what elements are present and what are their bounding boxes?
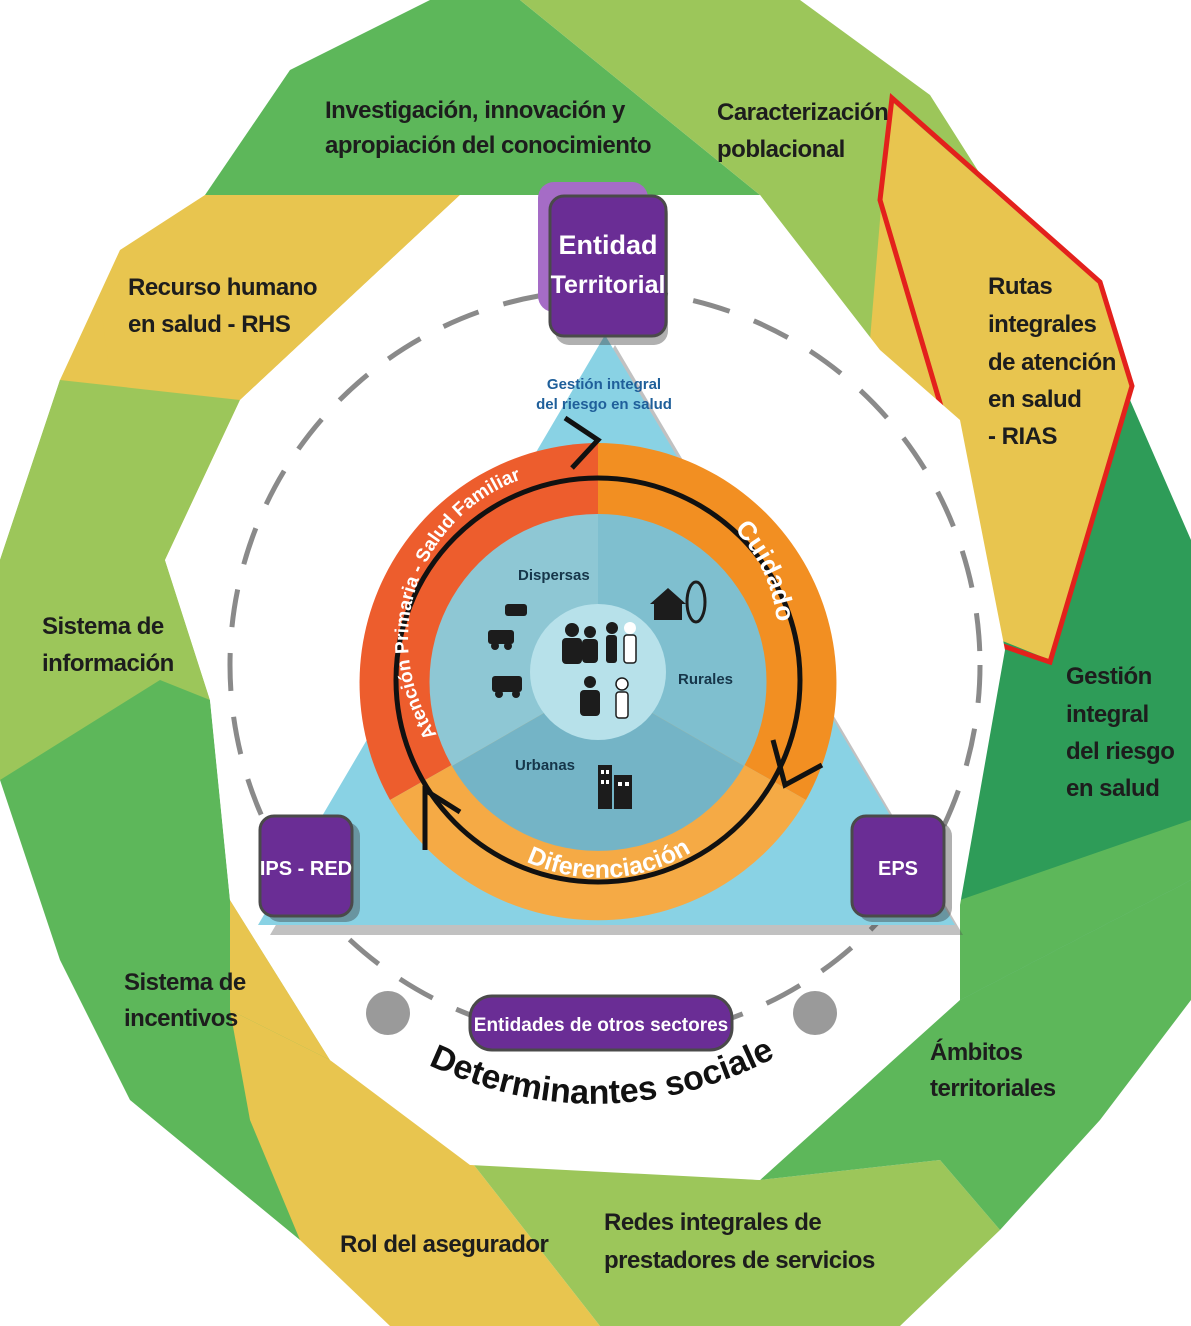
family-icon — [562, 622, 637, 719]
ips-red-label: IPS - RED — [260, 858, 352, 880]
label-rias-1: Rutas — [988, 273, 1052, 300]
label-informacion-1: Sistema de — [42, 613, 164, 640]
label-urbanas: Urbanas — [515, 757, 575, 774]
gray-dot-left — [366, 991, 410, 1035]
entidad-label-2: Territorial — [551, 271, 666, 299]
outer-ring-labels: Investigación, innovación y apropiación … — [42, 97, 1175, 1274]
label-rias-3: de atención — [988, 349, 1116, 376]
label-caracterizacion-1: Caracterización — [717, 99, 888, 126]
eps-label: EPS — [878, 858, 918, 880]
wheel-center — [530, 604, 666, 740]
label-investigacion-1: Investigación, innovación y — [325, 97, 626, 124]
label-gestion-2: integral — [1066, 701, 1149, 728]
label-gestion-4: en salud — [1066, 775, 1159, 802]
node-entidad-territorial: Entidad Territorial — [538, 182, 668, 345]
ring-segment-rias — [870, 100, 1130, 660]
ring-segment-informacion-b — [0, 380, 240, 560]
label-dispersas: Dispersas — [518, 567, 590, 584]
label-rias-5: - RIAS — [988, 423, 1057, 450]
ring-segment-ambitos — [760, 880, 1191, 1230]
label-redes-2: prestadores de servicios — [604, 1247, 875, 1274]
label-gestion-1: Gestión — [1066, 663, 1152, 690]
label-incentivos-2: incentivos — [124, 1005, 238, 1032]
buildings-icon — [598, 765, 632, 809]
ring-segment-rol-asegurador — [230, 1010, 600, 1326]
label-informacion-2: información — [42, 650, 174, 677]
label-caracterizacion-2: poblacional — [717, 136, 845, 163]
house-icon — [650, 580, 707, 624]
entidad-label-1: Entidad — [559, 230, 658, 260]
label-rol-asegurador: Rol del asegurador — [340, 1231, 549, 1258]
cycle-arrow-top — [563, 415, 602, 470]
label-ambitos-2: territoriales — [930, 1075, 1056, 1102]
label-rias-4: en salud — [988, 386, 1081, 413]
label-redes-1: Redes integrales de — [604, 1209, 821, 1236]
ring-segment-gestion-b — [960, 820, 1191, 1000]
node-ips-red: IPS - RED — [258, 814, 360, 922]
cycle-circle — [393, 475, 803, 885]
ring-segment-investigacion — [205, 0, 760, 195]
triangle-label-line1: Gestión integral — [547, 376, 661, 393]
node-eps: EPS — [850, 814, 952, 922]
label-rias-2: integrales — [988, 311, 1097, 338]
label-gestion-3: del riesgo — [1066, 738, 1174, 765]
label-recurso-humano-2: en salud - RHS — [128, 311, 291, 338]
car-icon — [488, 604, 527, 698]
triangle-label-line2: del riesgo en salud — [536, 396, 672, 413]
label-rurales: Rurales — [678, 671, 733, 688]
otros-sectores-label: Entidades de otros sectores — [474, 1015, 728, 1036]
rias-highlight-outline — [877, 92, 1135, 666]
label-recurso-humano-1: Recurso humano — [128, 274, 317, 301]
ring-segment-redes — [470, 1160, 1000, 1326]
label-ambitos-1: Ámbitos — [930, 1038, 1023, 1066]
label-investigacion-2: apropiación del conocimiento — [325, 132, 651, 159]
cycle-arrow-left — [422, 785, 462, 850]
gray-dot-right — [793, 991, 837, 1035]
label-incentivos-1: Sistema de — [124, 969, 246, 996]
node-otros-sectores: Entidades de otros sectores — [468, 994, 734, 1052]
cycle-arrow-right — [770, 739, 824, 789]
